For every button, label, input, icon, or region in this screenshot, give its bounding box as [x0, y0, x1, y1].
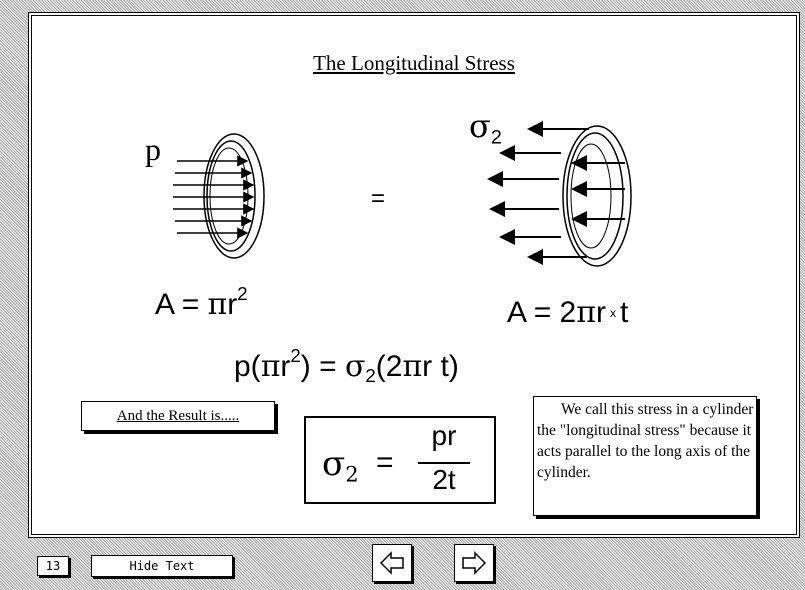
formula-sigma: σ2: [322, 444, 359, 487]
formula-denominator: 2t: [432, 464, 456, 495]
formula-equals: =: [376, 446, 394, 479]
right-arrow-icon: [462, 551, 487, 575]
page-number: 13: [37, 556, 69, 576]
fraction-bar: [418, 462, 470, 464]
sigma-label: σ2: [469, 107, 502, 149]
pressure-arrows: [173, 155, 255, 239]
slide-card: The Longitudinal Stress: [28, 12, 800, 538]
formula-numerator: pr: [431, 420, 457, 451]
previous-slide-button[interactable]: [372, 544, 412, 582]
stress-diagram: [173, 121, 632, 267]
next-slide-button[interactable]: [454, 544, 494, 582]
slide-title: The Longitudinal Stress: [313, 51, 515, 75]
stress-arrows: [487, 121, 625, 265]
left-arrow-icon: [379, 551, 404, 575]
area-end-cap-equation: A = πr2: [155, 283, 248, 322]
explanation-note: We call this stress in a cylinder the "l…: [533, 396, 757, 516]
result-formula-box: σ2 = pr 2t: [304, 416, 496, 504]
equals-sign: =: [371, 185, 386, 212]
left-ring: [203, 133, 265, 259]
pressure-label: p: [145, 131, 161, 167]
right-ring: [562, 125, 632, 267]
hide-text-button[interactable]: Hide Text: [91, 555, 233, 577]
result-label: And the Result is.....: [81, 401, 275, 431]
force-balance-equation: p(πr2) = σ2(2πr t): [234, 345, 459, 386]
